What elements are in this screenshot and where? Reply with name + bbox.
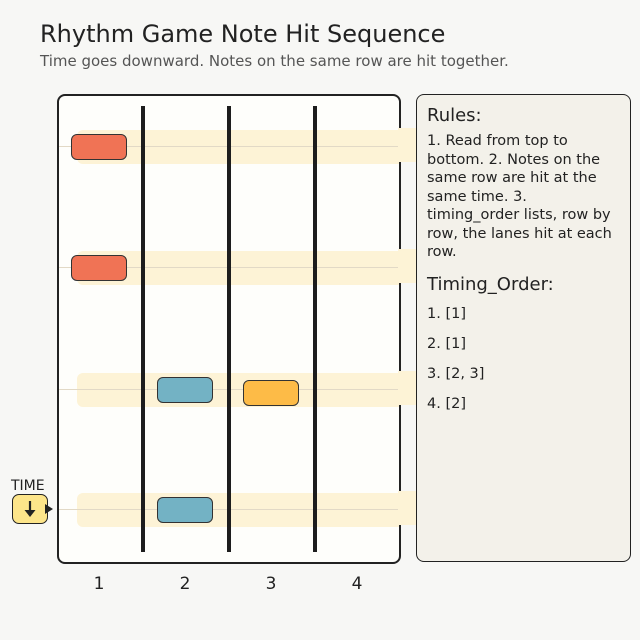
time-indicator [12,494,48,524]
rules-heading: Rules: [427,105,482,126]
lane-label-2: 2 [179,574,191,594]
lane-divider-1 [141,106,145,552]
lane-divider-3 [313,106,317,552]
timing-order-item: 3. [2, 3] [427,365,485,382]
page-title: Rhythm Game Note Hit Sequence [40,20,446,48]
row-band-3 [77,373,399,407]
row-band-4 [77,493,399,527]
note-row-3-lane-2[interactable] [157,377,213,403]
arrow-down-icon [24,501,36,517]
row-band-spill-1 [398,128,416,162]
note-board [57,94,401,564]
note-row-1-lane-1[interactable] [71,134,127,160]
timing-order-heading: Timing_Order: [427,273,554,295]
time-label: TIME [11,478,45,494]
row-band-spill-4 [398,491,416,525]
time-pointer-icon [45,504,53,514]
timing-order-item: 2. [1] [427,335,466,352]
note-row-4-lane-2[interactable] [157,497,213,523]
note-row-2-lane-1[interactable] [71,255,127,281]
row-band-spill-3 [398,371,416,405]
lane-divider-2 [227,106,231,552]
row-band-1 [77,130,399,164]
timing-order-item: 1. [1] [427,305,466,322]
timing-order-list: 1. [1] 2. [1] 3. [2, 3] 4. [2] [427,305,620,425]
note-row-3-lane-3[interactable] [243,380,299,406]
lane-label-1: 1 [93,574,105,594]
lane-label-3: 3 [265,574,277,594]
timing-order-item: 4. [2] [427,395,466,412]
rules-panel: Rules: 1. Read from top to bottom. 2. No… [416,94,631,562]
page-subtitle: Time goes downward. Notes on the same ro… [40,52,509,70]
row-band-2 [77,251,399,285]
lane-label-4: 4 [351,574,363,594]
row-band-spill-2 [398,249,416,283]
rules-text: 1. Read from top to bottom. 2. Notes on … [427,133,612,260]
